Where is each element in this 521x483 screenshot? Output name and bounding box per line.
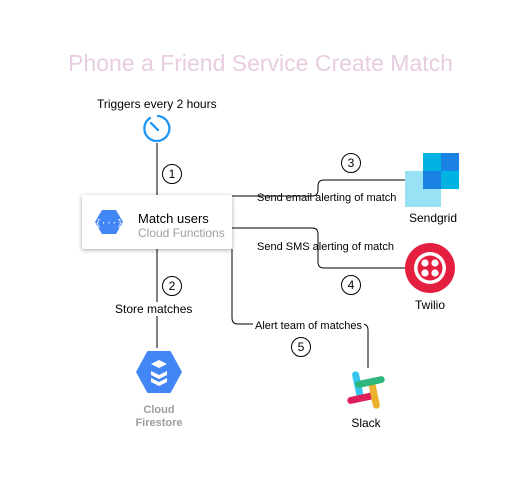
firestore-label-line1: Cloud xyxy=(143,404,175,416)
cloud-firestore-icon xyxy=(136,351,182,393)
step-badge-2: 2 xyxy=(162,276,182,296)
step-4-label: Send SMS alerting of match xyxy=(257,241,394,253)
diagram-title: Phone a Friend Service Create Match xyxy=(68,50,453,76)
function-name: Match users xyxy=(138,211,209,226)
cloud-functions-icon: {···} xyxy=(95,210,123,234)
connector-sendgrid xyxy=(232,179,405,197)
sendgrid-logo-icon xyxy=(405,153,459,207)
svg-text:{···}: {···} xyxy=(95,219,122,229)
twilio-label: Twilio xyxy=(414,298,445,312)
timer-icon xyxy=(143,114,171,143)
step-3-label: Send email alerting of match xyxy=(257,192,397,204)
function-subtitle: Cloud Functions xyxy=(138,226,225,240)
slack-label: Slack xyxy=(351,416,381,430)
step-badge-1: 1 xyxy=(162,164,182,184)
step-badge-4: 4 xyxy=(341,275,361,295)
slack-logo-icon xyxy=(347,371,385,409)
step-badge-3: 3 xyxy=(341,153,361,173)
step-badge-5: 5 xyxy=(291,337,311,357)
twilio-logo-icon xyxy=(405,243,455,293)
connector-twilio xyxy=(232,227,405,269)
sendgrid-label: Sendgrid xyxy=(408,211,458,225)
trigger-label: Triggers every 2 hours xyxy=(97,97,217,111)
firestore-label-line2: Firestore xyxy=(135,417,183,429)
step-2-label: Store matches xyxy=(113,302,195,316)
step-5-label: Alert team of matches xyxy=(253,320,364,332)
